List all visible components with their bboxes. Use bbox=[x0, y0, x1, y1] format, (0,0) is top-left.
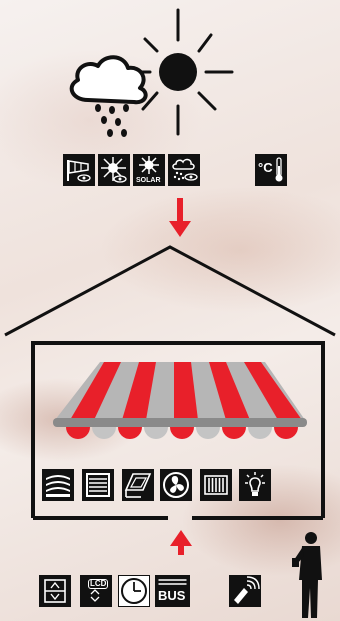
arrow-up-icon bbox=[170, 530, 192, 555]
shutter-tile bbox=[42, 469, 74, 501]
house-diagram bbox=[4, 198, 336, 555]
rain-cloud-eye-icon bbox=[172, 158, 198, 181]
lcd-control-tile: LCD bbox=[80, 575, 112, 607]
wall-switch-tile bbox=[39, 575, 71, 607]
clock-icon bbox=[121, 578, 147, 604]
house-wall bbox=[31, 341, 325, 518]
remote-tile bbox=[229, 575, 261, 607]
solar-sun-icon bbox=[139, 156, 159, 174]
rain-cloud-icon bbox=[69, 55, 148, 137]
thermometer-icon bbox=[275, 157, 283, 182]
shutter-icon bbox=[46, 475, 70, 497]
heater-tile bbox=[200, 469, 232, 501]
lcd-arrows-icon bbox=[90, 589, 100, 602]
remote-control-icon bbox=[234, 576, 260, 604]
bus-label: BUS bbox=[158, 588, 186, 603]
light-tile bbox=[239, 469, 271, 501]
sun-sensor-tile bbox=[98, 154, 130, 186]
awning-icon bbox=[53, 362, 307, 439]
lcd-label: LCD bbox=[88, 579, 109, 589]
timer-tile bbox=[118, 575, 150, 607]
blind-icon bbox=[86, 473, 110, 497]
fan-tile bbox=[160, 469, 192, 501]
weather-illustration bbox=[69, 8, 234, 137]
arrow-down-icon bbox=[169, 198, 191, 237]
blind-tile bbox=[82, 469, 114, 501]
bus-tile: BUS bbox=[155, 575, 190, 607]
wind-sensor-tile bbox=[63, 154, 95, 186]
rain-sensor-tile bbox=[168, 154, 200, 186]
window-tile bbox=[122, 469, 154, 501]
temperature-sensor-tile: °C bbox=[255, 154, 287, 186]
wind-sock-icon bbox=[67, 160, 91, 182]
fan-icon bbox=[163, 472, 189, 498]
up-down-switch-icon bbox=[44, 579, 66, 603]
sun-eye-icon bbox=[101, 157, 127, 183]
window-icon bbox=[124, 473, 152, 498]
sun-icon bbox=[130, 8, 234, 136]
light-bulb-icon bbox=[245, 472, 265, 496]
radiator-icon bbox=[204, 475, 228, 495]
person-silhouette bbox=[292, 532, 322, 618]
bus-lines-icon bbox=[158, 579, 187, 585]
solar-label: SOLAR bbox=[136, 177, 161, 184]
temperature-label: °C bbox=[258, 160, 273, 175]
solar-sensor-tile: SOLAR bbox=[133, 154, 165, 186]
house-roof bbox=[4, 245, 336, 337]
